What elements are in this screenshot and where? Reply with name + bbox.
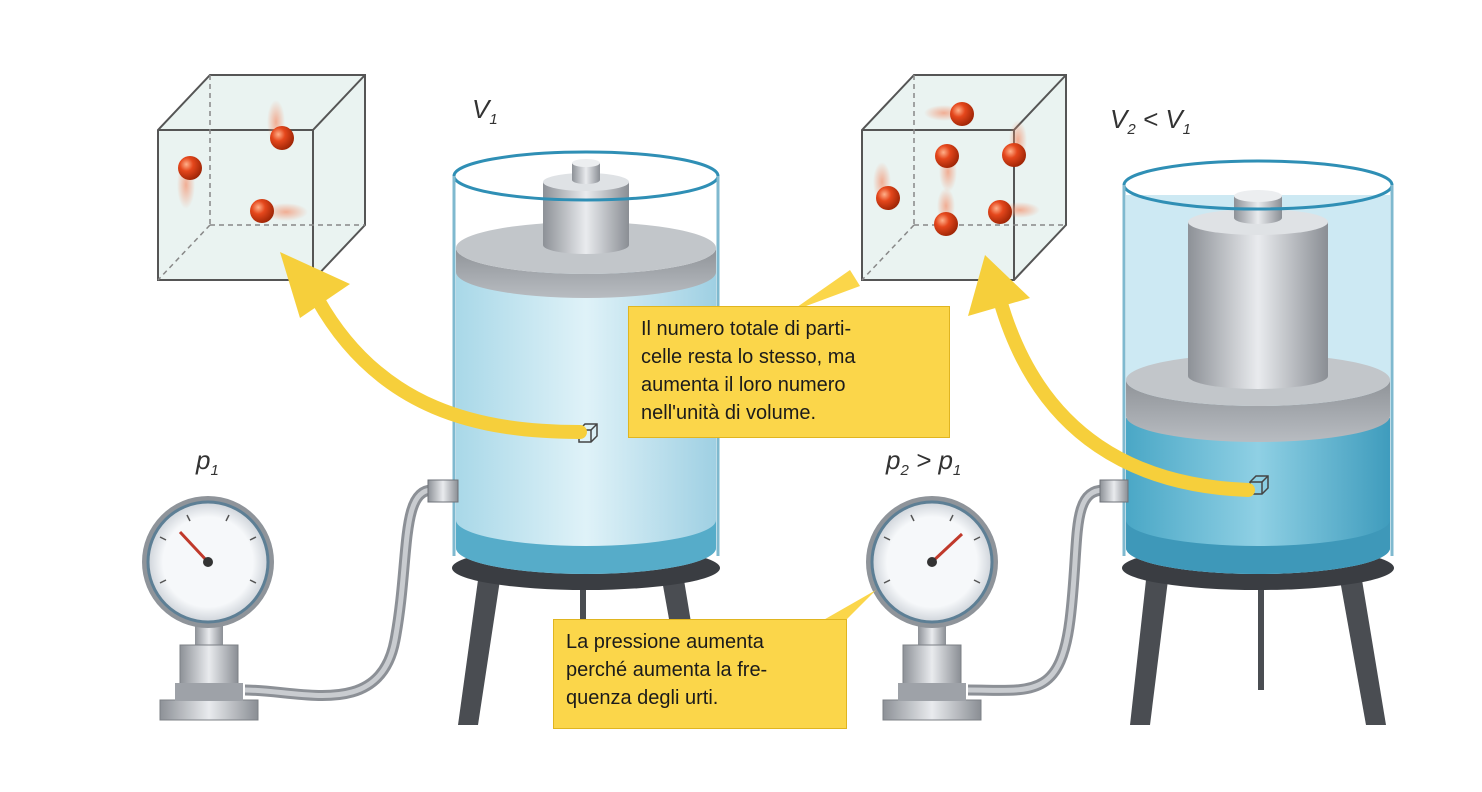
cube-left: [157, 74, 366, 281]
arrow-right: [968, 255, 1255, 497]
cylinder-right: [1122, 159, 1394, 725]
arrow-left: [280, 252, 587, 439]
particle: [935, 144, 959, 168]
callout-line: aumenta il loro numero: [641, 374, 846, 396]
cylinder-leg: [1340, 580, 1386, 725]
gauge-needle: [178, 530, 210, 564]
cube-right: [861, 74, 1067, 281]
callout-particles: Il numero totale di parti- celle resta l…: [628, 306, 950, 438]
pressure-label-p2: p2 > p1: [886, 445, 962, 480]
hose-connector: [427, 479, 459, 503]
callout-pointer: [790, 270, 860, 312]
cylinder-leg: [458, 580, 500, 725]
pressure-label-p1: p1: [196, 445, 219, 480]
particle: [876, 186, 900, 210]
particle: [988, 200, 1012, 224]
particle: [178, 156, 202, 180]
particle: [1002, 143, 1026, 167]
callout-pointer: [820, 590, 876, 622]
volume-label-v1: V1: [472, 94, 498, 129]
callout-line: nell'unità di volume.: [641, 402, 817, 424]
pressure-gauge-right: [866, 496, 998, 721]
cylinder-leg: [1130, 580, 1168, 725]
callout-pressure: La pressione aumenta perché aumenta la f…: [553, 619, 847, 729]
callout-line: celle resta lo stesso, ma: [641, 346, 856, 368]
callout-line: quenza degli urti.: [566, 687, 719, 709]
callout-line: La pressione aumenta: [566, 631, 764, 653]
particle: [270, 126, 294, 150]
particle: [250, 199, 274, 223]
volume-label-v2: V2 < V1: [1110, 104, 1192, 139]
particle: [934, 212, 958, 236]
callout-line: Il numero totale di parti-: [641, 318, 852, 340]
gauge-needle: [930, 532, 964, 564]
callout-line: perché aumenta la fre-: [566, 659, 768, 681]
hose-connector: [1099, 479, 1129, 503]
particle: [950, 102, 974, 126]
pressure-gauge-left: [142, 496, 274, 721]
